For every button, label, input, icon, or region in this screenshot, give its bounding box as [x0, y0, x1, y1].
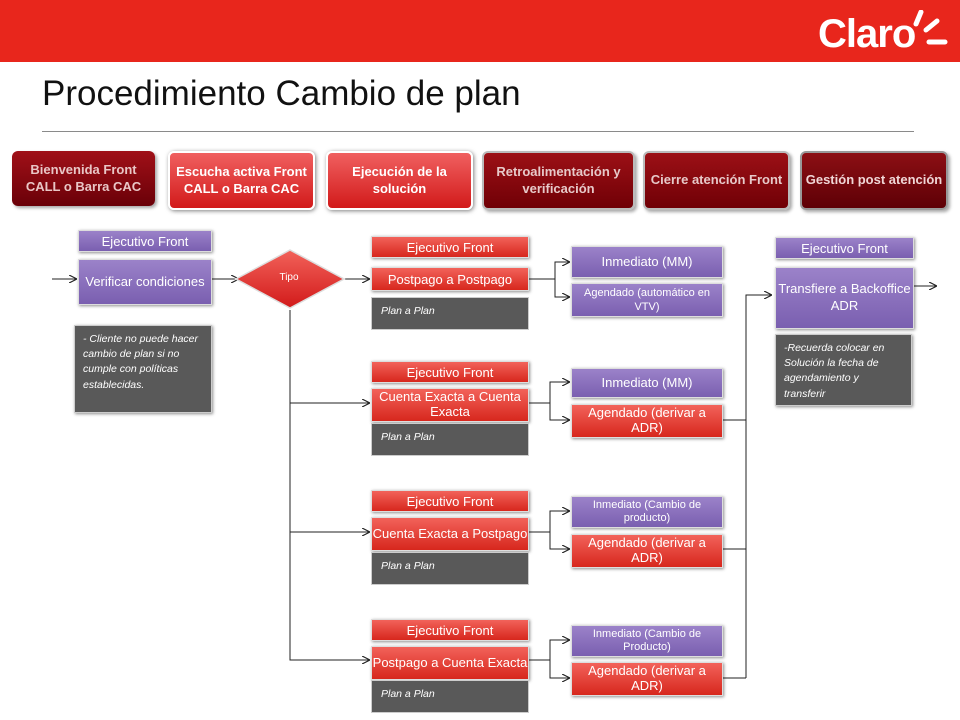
branch4-option-agendado: Agendado (derivar a ADR): [571, 662, 723, 696]
end-role-label: Ejecutivo Front: [775, 237, 914, 259]
phase-gestion-post: Gestión post atención: [800, 151, 948, 210]
branch4-plan: Plan a Plan: [371, 680, 529, 713]
title-divider: [42, 131, 914, 132]
phase-retroalimentacion: Retroalimentación y verificación: [482, 151, 635, 210]
start-note: - Cliente no puede hacer cambio de plan …: [74, 325, 212, 413]
branch2-option-agendado: Agendado (derivar a ADR): [571, 404, 723, 438]
decision-label: Tipo: [279, 272, 299, 283]
branch3-plan: Plan a Plan: [371, 552, 529, 585]
branch2-option-inmediato: Inmediato (MM): [571, 368, 723, 398]
phase-bienvenida: Bienvenida Front CALL o Barra CAC: [12, 151, 155, 206]
branch2-type: Cuenta Exacta a Cuenta Exacta: [371, 388, 529, 422]
start-role-label: Ejecutivo Front: [78, 230, 212, 252]
logo-text: Claro: [818, 12, 916, 56]
branch1-option-agendado: Agendado (automático en VTV): [571, 283, 723, 317]
branch4-role: Ejecutivo Front: [371, 619, 529, 641]
branch3-option-agendado: Agendado (derivar a ADR): [571, 534, 723, 568]
claro-logo: Claro: [818, 10, 953, 60]
branch2-role: Ejecutivo Front: [371, 361, 529, 383]
transfiere-backoffice-box: Transfiere a Backoffice ADR: [775, 267, 914, 329]
phase-ejecucion: Ejecución de la solución: [326, 151, 473, 210]
phase-escucha-activa: Escucha activa Front CALL o Barra CAC: [168, 151, 315, 210]
branch3-role: Ejecutivo Front: [371, 490, 529, 512]
branch3-type: Cuenta Exacta a Postpago: [371, 517, 529, 551]
phase-cierre: Cierre atención Front: [643, 151, 790, 210]
branch1-type: Postpago a Postpago: [371, 267, 529, 291]
branch3-option-inmediato: Inmediato (Cambio de producto): [571, 496, 723, 528]
branch1-plan: Plan a Plan: [371, 297, 529, 330]
page-title: Procedimiento Cambio de plan: [42, 74, 521, 113]
header-bar: Claro: [0, 0, 960, 62]
end-note: -Recuerda colocar en Solución la fecha d…: [775, 334, 912, 406]
branch1-option-inmediato: Inmediato (MM): [571, 246, 723, 278]
logo-rays-icon: [913, 10, 948, 45]
branch4-option-inmediato: Inmediato (Cambio de Producto): [571, 625, 723, 657]
branch2-plan: Plan a Plan: [371, 423, 529, 456]
branch1-role: Ejecutivo Front: [371, 236, 529, 258]
verificar-condiciones-box: Verificar condiciones: [78, 259, 212, 305]
decision-diamond: [234, 249, 346, 309]
branch4-type: Postpago a Cuenta Exacta: [371, 646, 529, 680]
